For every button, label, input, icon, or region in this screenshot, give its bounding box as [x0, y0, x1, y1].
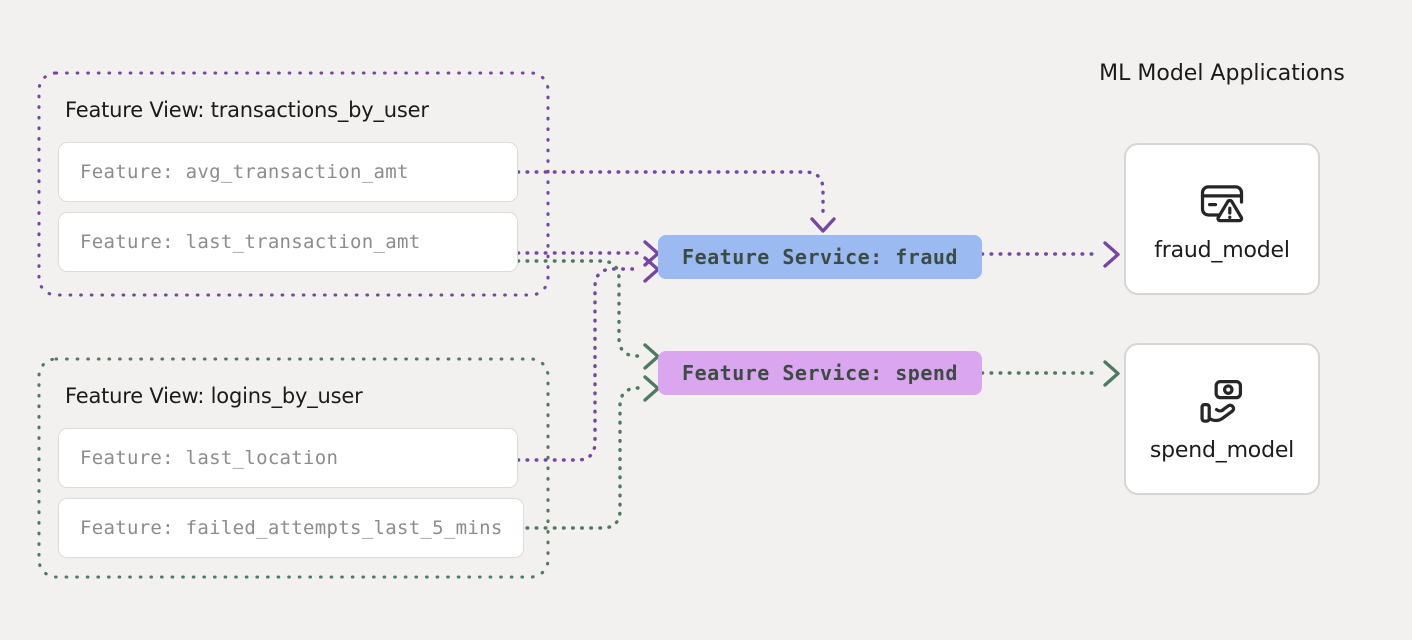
feature-pill-last-location: Feature: last_location — [58, 428, 518, 488]
arrowhead-down-fraud-top — [810, 217, 836, 233]
spend-model-label: spend_model — [1149, 437, 1295, 463]
arrowhead-spend-lower — [643, 375, 660, 402]
feature-service-label: Feature Service: fraud — [682, 245, 958, 269]
edge-failed-attempts-to-spend — [516, 386, 642, 530]
credit-card-alert-icon — [1196, 176, 1248, 228]
transactions-view-border — [37, 71, 550, 297]
feature-pill-failed-attempts-last-5-mins: Feature: failed_attempts_last_5_mins — [58, 498, 524, 558]
ml-model-applications-header: ML Model Applications — [1099, 61, 1345, 86]
edge-last-transaction-to-spend — [516, 259, 642, 358]
transactions-view-title: Feature View: transactions_by_user — [65, 98, 429, 122]
arrowhead-spend-upper — [643, 343, 660, 370]
feature-pill-avg-transaction-amt: Feature: avg_transaction_amt — [58, 142, 518, 202]
logins-view-border — [37, 357, 550, 579]
arrowhead-fraud-model — [1103, 241, 1120, 268]
feature-pill-label: Feature: last_location — [80, 447, 339, 469]
feature-service-spend: Feature Service: spend — [658, 351, 982, 395]
arrowhead-spend-model — [1103, 360, 1120, 387]
logins-view-title: Feature View: logins_by_user — [65, 384, 363, 408]
spend-model-card: spend_model — [1124, 343, 1320, 495]
edge-avg-transaction-to-fraud — [516, 170, 825, 218]
feature-pill-label: Feature: last_transaction_amt — [80, 231, 421, 253]
fraud-model-card: fraud_model — [1124, 143, 1320, 295]
fraud-model-label: fraud_model — [1154, 237, 1290, 263]
edge-last-location-to-fraud — [516, 267, 642, 462]
hand-cash-icon — [1196, 376, 1248, 428]
feature-pill-label: Feature: failed_attempts_last_5_mins — [80, 517, 503, 539]
feature-service-label: Feature Service: spend — [682, 361, 958, 385]
feature-pill-last-transaction-amt: Feature: last_transaction_amt — [58, 212, 518, 272]
feature-pill-label: Feature: avg_transaction_amt — [80, 161, 409, 183]
feature-service-fraud: Feature Service: fraud — [658, 235, 982, 279]
